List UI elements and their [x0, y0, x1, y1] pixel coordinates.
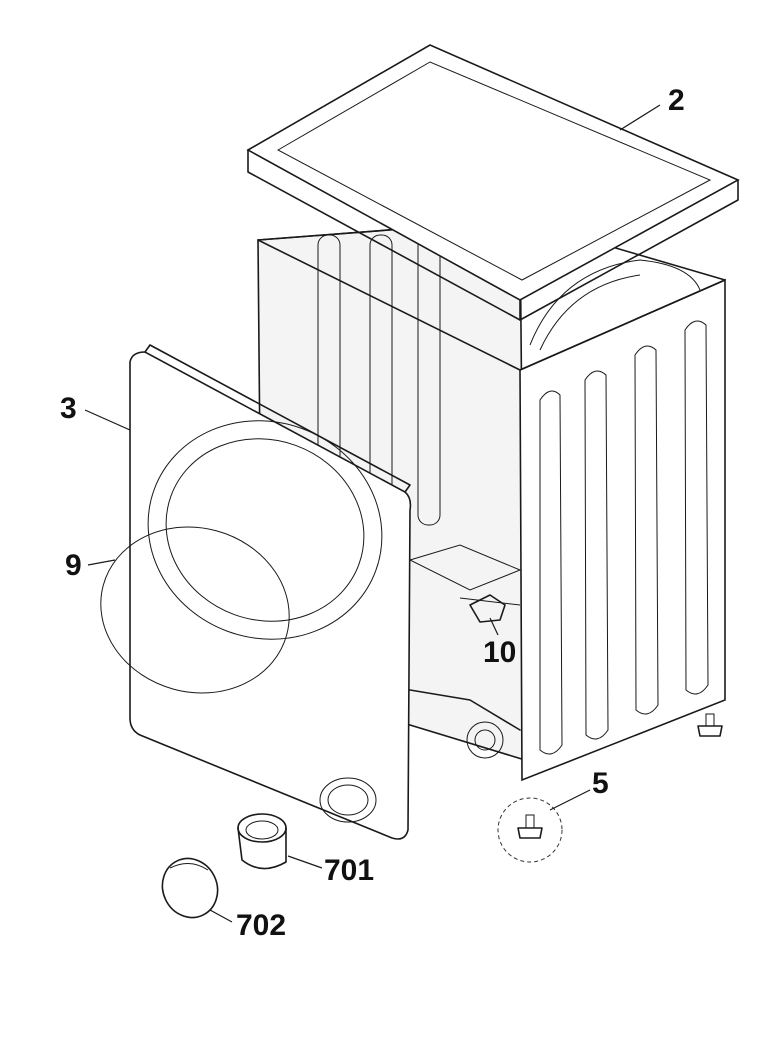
front-panel-top-edge	[144, 344, 411, 493]
door-glass-part	[100, 526, 290, 694]
callout-702: 702	[236, 909, 286, 942]
leader-9	[87, 559, 116, 566]
front-panel-part	[129, 344, 412, 840]
leader-3	[84, 409, 131, 431]
pump-outlet	[466, 721, 504, 759]
leader-10	[489, 617, 499, 636]
front-panel-face	[129, 351, 412, 840]
leader-5	[549, 789, 591, 811]
filter-cap-part	[161, 857, 219, 919]
top-cover-part	[246, 44, 740, 321]
hose-clamp-part	[459, 594, 521, 623]
callout-701: 701	[324, 854, 374, 887]
filter-housing-part	[237, 813, 287, 870]
leader-2	[619, 104, 661, 131]
base-tray	[408, 544, 522, 591]
cabinet-side-panel	[519, 278, 726, 782]
top-cover-inner	[276, 61, 712, 281]
callout-9: 9	[65, 549, 82, 582]
foot-detail-circle	[497, 797, 563, 863]
side-panel-ribs	[539, 320, 709, 755]
callout-3: 3	[60, 392, 77, 425]
callout-2: 2	[668, 84, 685, 117]
leader-701	[287, 855, 323, 869]
filter-opening	[319, 777, 377, 823]
foot-part	[497, 797, 563, 863]
corner-foot	[697, 713, 723, 737]
drum-rim	[529, 259, 701, 346]
callout-5: 5	[592, 767, 609, 800]
leader-lines	[84, 104, 661, 923]
base-frame	[409, 689, 521, 731]
drum-rim-inner	[539, 274, 641, 351]
leader-702	[209, 909, 233, 923]
door-ring-outer	[147, 420, 383, 640]
door-ring-inner	[165, 438, 365, 622]
callout-10: 10	[483, 636, 516, 669]
